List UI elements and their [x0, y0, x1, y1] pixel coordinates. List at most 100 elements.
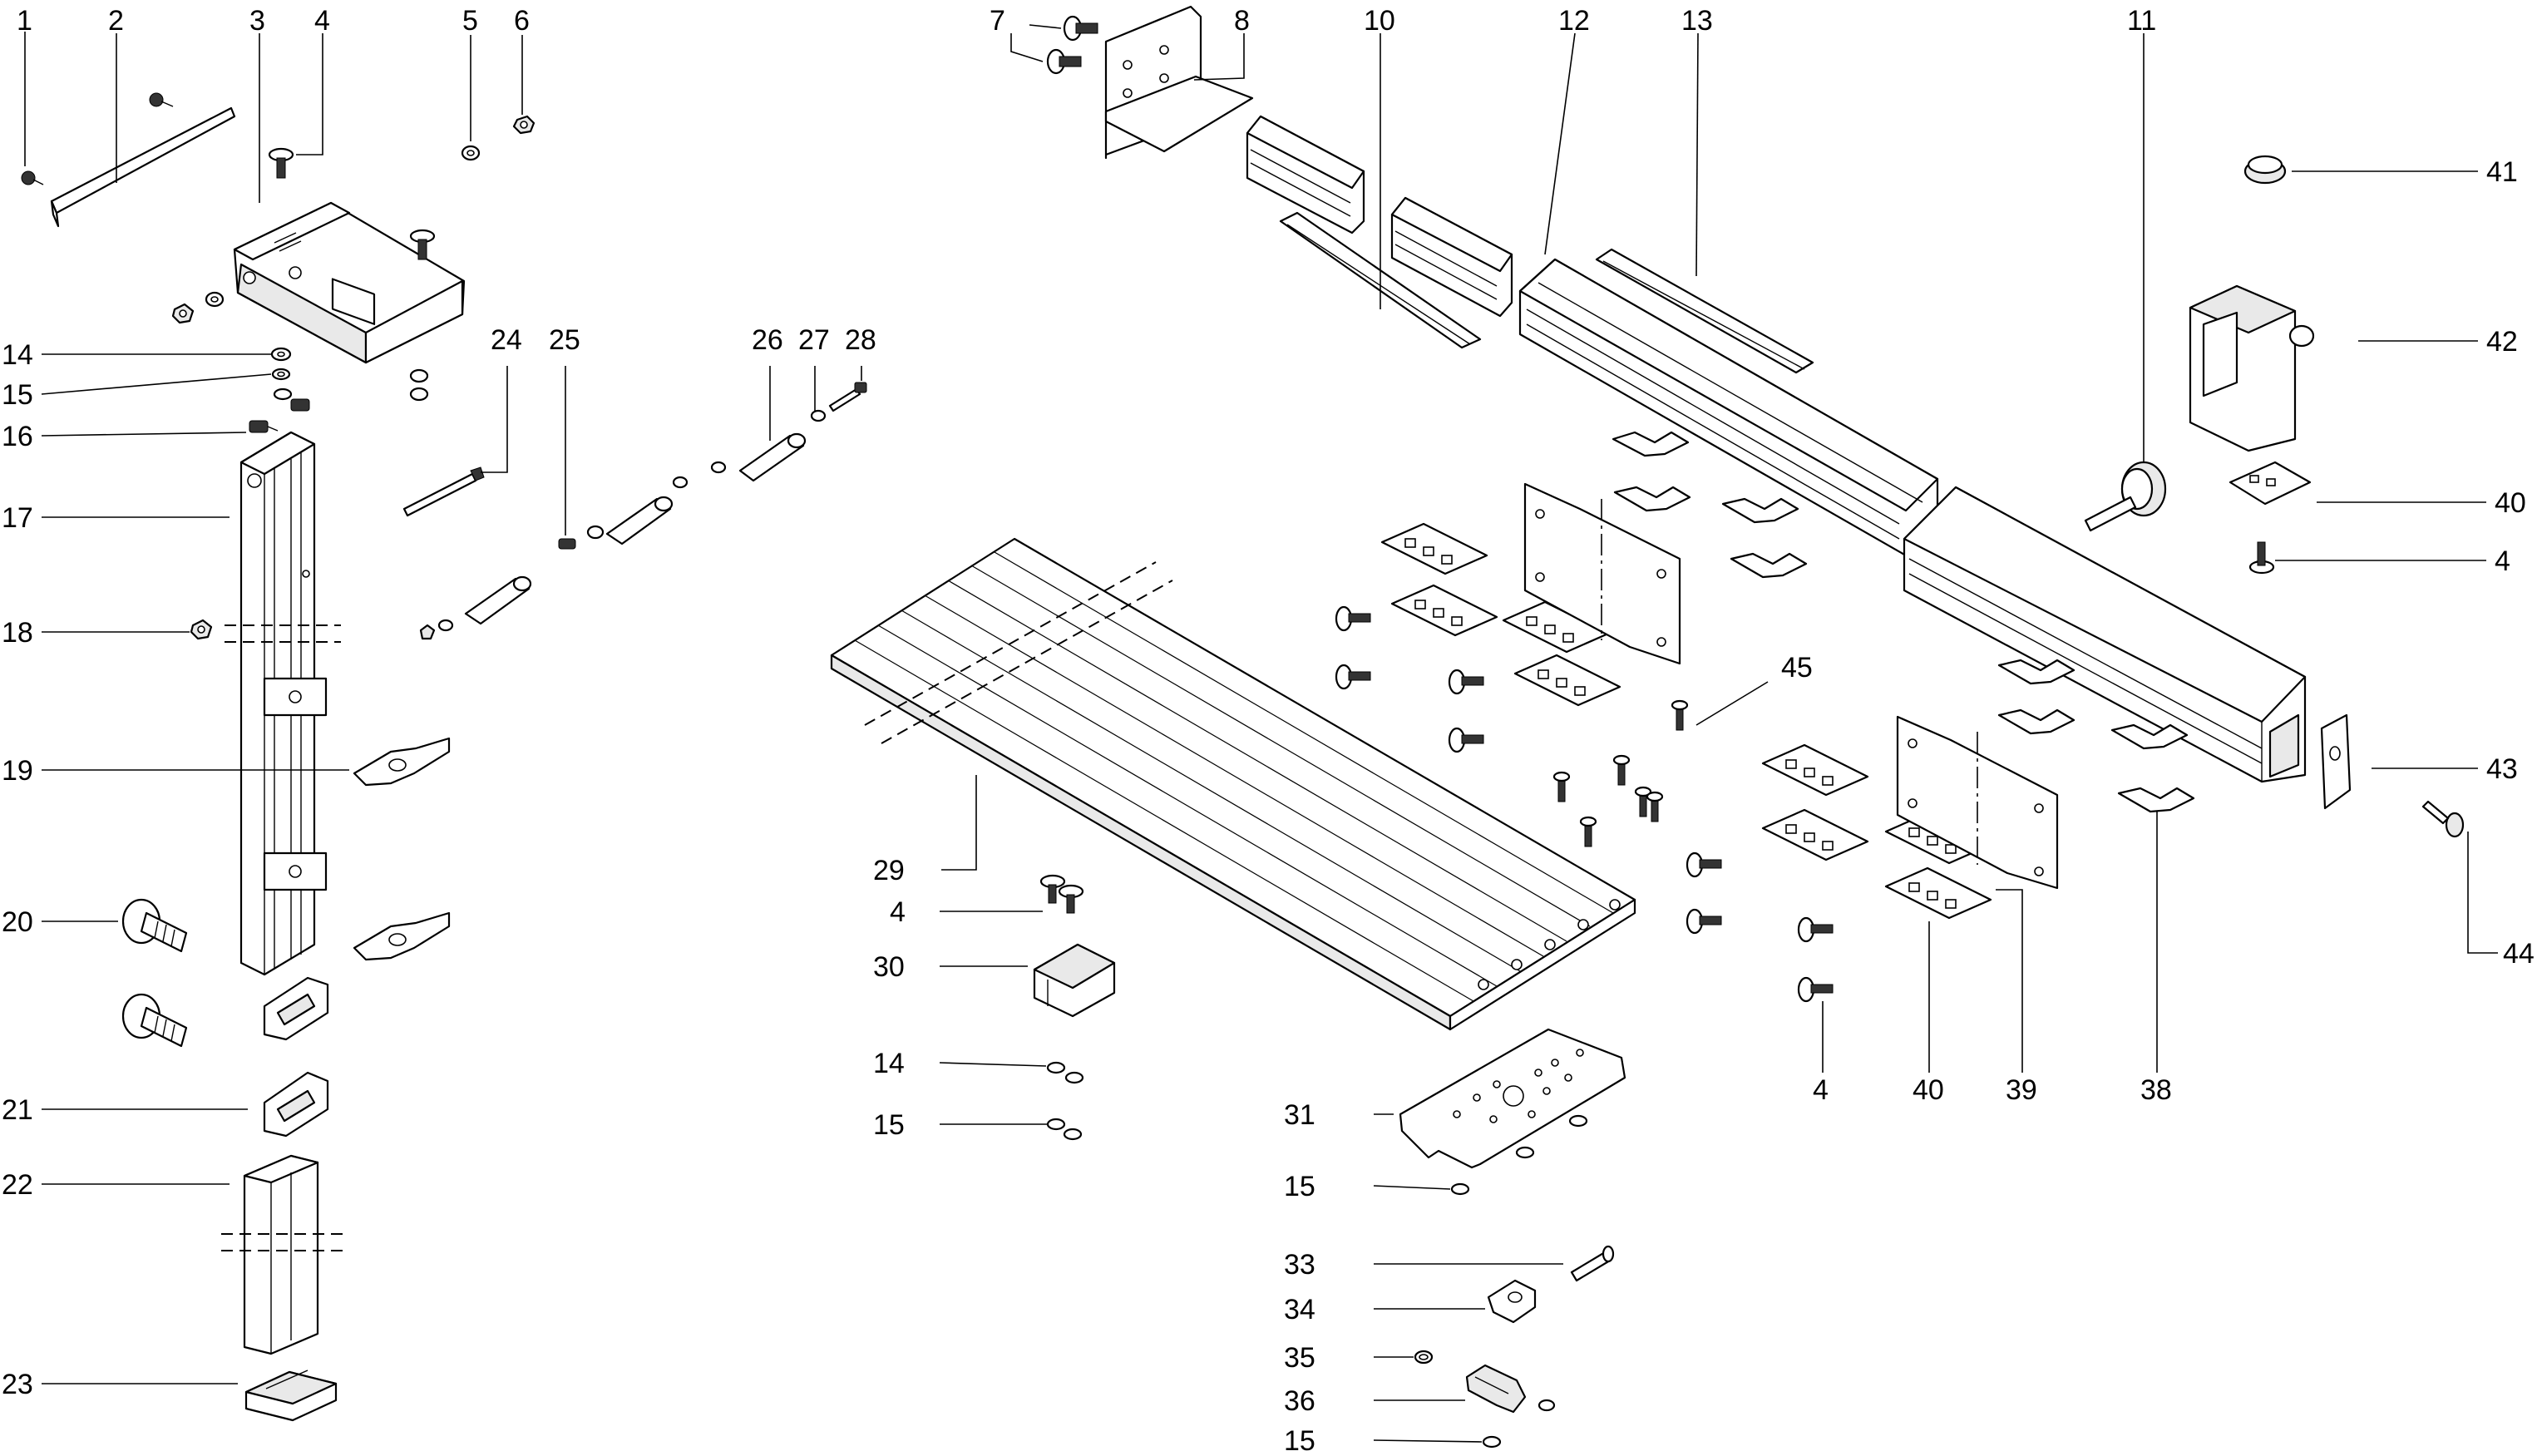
callout-8: 8 — [1234, 5, 1250, 37]
callout-40-bottom: 40 — [1913, 1074, 1944, 1106]
part-34-clip — [1487, 1279, 1537, 1324]
callout-44: 44 — [2503, 938, 2535, 970]
right-fence-profile — [1903, 486, 2307, 783]
part-33-pin — [1570, 1245, 1615, 1282]
part-14-washer — [270, 347, 292, 362]
washer-bottom-15 — [1482, 1435, 1502, 1449]
part-22-lower-profile — [243, 1154, 319, 1355]
part-40-plate-top — [2229, 461, 2312, 506]
callout-4-center: 4 — [890, 896, 906, 928]
callout-17: 17 — [2, 502, 33, 534]
part-18-nut — [190, 619, 213, 640]
callout-22: 22 — [2, 1169, 33, 1201]
callout-28: 28 — [845, 324, 876, 356]
part-44-screw — [2421, 800, 2465, 838]
callout-34: 34 — [1284, 1294, 1315, 1325]
callout-25: 25 — [549, 324, 580, 356]
part-36-lever — [1465, 1364, 1556, 1414]
part-17-break-lines — [225, 624, 341, 643]
callout-40-right: 40 — [2495, 487, 2526, 519]
slider-block-upper — [263, 976, 329, 1041]
callout-2: 2 — [108, 5, 124, 37]
part-8-angle-bracket — [1104, 5, 1254, 160]
callout-39: 39 — [2006, 1074, 2037, 1106]
callout-labels: 1 2 3 4 5 6 7 8 10 12 13 11 41 42 40 4 1… — [2, 5, 2535, 1456]
callout-23: 23 — [2, 1369, 33, 1400]
callout-1: 1 — [17, 5, 32, 37]
part-10-fence-segment — [1246, 115, 1365, 234]
part-43-end-cap — [2320, 713, 2352, 810]
fence-segment-b — [1390, 196, 1513, 318]
part-2-bar — [50, 92, 236, 228]
part-24-long-bolt — [402, 466, 485, 517]
part-20-carriage-bolt — [121, 898, 188, 953]
part-11-knob — [2084, 461, 2167, 532]
callout-4-right: 4 — [2495, 545, 2510, 577]
part-1-screw — [21, 170, 44, 185]
part-39-plate-left — [1523, 482, 1681, 665]
part-45-screws — [1552, 699, 1689, 847]
callout-13: 13 — [1681, 5, 1713, 37]
pin-assemblies — [419, 432, 807, 640]
callout-3: 3 — [249, 5, 265, 37]
callout-43: 43 — [2486, 753, 2518, 785]
part-41-cap — [2243, 155, 2287, 185]
callout-6: 6 — [514, 5, 530, 37]
callout-4-top: 4 — [314, 5, 330, 37]
callout-21: 21 — [2, 1094, 33, 1126]
callout-7: 7 — [990, 5, 1005, 37]
callout-30: 30 — [873, 951, 905, 983]
part-16-screws — [249, 398, 310, 433]
part-19-clamp-lever — [353, 737, 451, 787]
washer-pair-14 — [1046, 1061, 1084, 1084]
part-15-washer — [271, 368, 293, 401]
callout-12: 12 — [1558, 5, 1590, 37]
callout-29: 29 — [873, 855, 905, 886]
clamp-lever-lower — [353, 911, 451, 961]
part-25-screw — [558, 538, 576, 550]
callout-24: 24 — [491, 324, 522, 356]
part-13-scale-tape — [1595, 248, 1814, 374]
part-5-washer — [461, 145, 481, 161]
callout-4-bottom: 4 — [1813, 1074, 1829, 1106]
callout-20: 20 — [2, 906, 33, 938]
callout-15-bottom: 15 — [1284, 1425, 1315, 1456]
part-12-main-fence — [1518, 258, 1939, 557]
callout-14-left: 14 — [2, 339, 33, 371]
bolt-under-plate — [1039, 874, 1084, 914]
callout-38: 38 — [2140, 1074, 2172, 1106]
washer-pair-15 — [1046, 1118, 1083, 1141]
plate-washers — [1450, 1114, 1588, 1196]
part-29-break-lines — [864, 561, 1173, 744]
bolt-on-head — [409, 229, 436, 260]
callout-16: 16 — [2, 421, 33, 452]
callout-10: 10 — [1364, 5, 1395, 37]
callout-41: 41 — [2486, 156, 2518, 188]
part-30-bracket — [1033, 943, 1116, 1018]
callout-33: 33 — [1284, 1249, 1315, 1281]
wing-nuts — [1612, 431, 2195, 813]
slotted-plates-left — [1380, 522, 1621, 707]
part-6-nut — [512, 115, 536, 135]
callout-42: 42 — [2486, 326, 2518, 358]
callout-14-center: 14 — [873, 1048, 905, 1079]
bolt-right-4 — [2248, 541, 2275, 575]
part-39-plate-right — [1896, 715, 2059, 890]
callout-36: 36 — [1284, 1385, 1315, 1417]
callout-31: 31 — [1284, 1099, 1315, 1131]
bolts-left-group — [1335, 605, 1834, 1003]
part-35-ring — [1414, 1350, 1434, 1365]
part-21-slider-block — [263, 1071, 329, 1138]
callout-26: 26 — [752, 324, 783, 356]
callout-15-center: 15 — [873, 1109, 905, 1141]
callout-5: 5 — [462, 5, 478, 37]
callout-15-plate: 15 — [1284, 1171, 1315, 1202]
part-28-screw — [828, 382, 867, 412]
part-22-break-lines — [221, 1233, 343, 1251]
part-29-table-plate — [830, 537, 1636, 1031]
callout-18: 18 — [2, 617, 33, 649]
part-31-mounting-plate — [1399, 1028, 1626, 1169]
part-23-foot — [244, 1370, 338, 1422]
part-17-upright — [239, 431, 328, 976]
